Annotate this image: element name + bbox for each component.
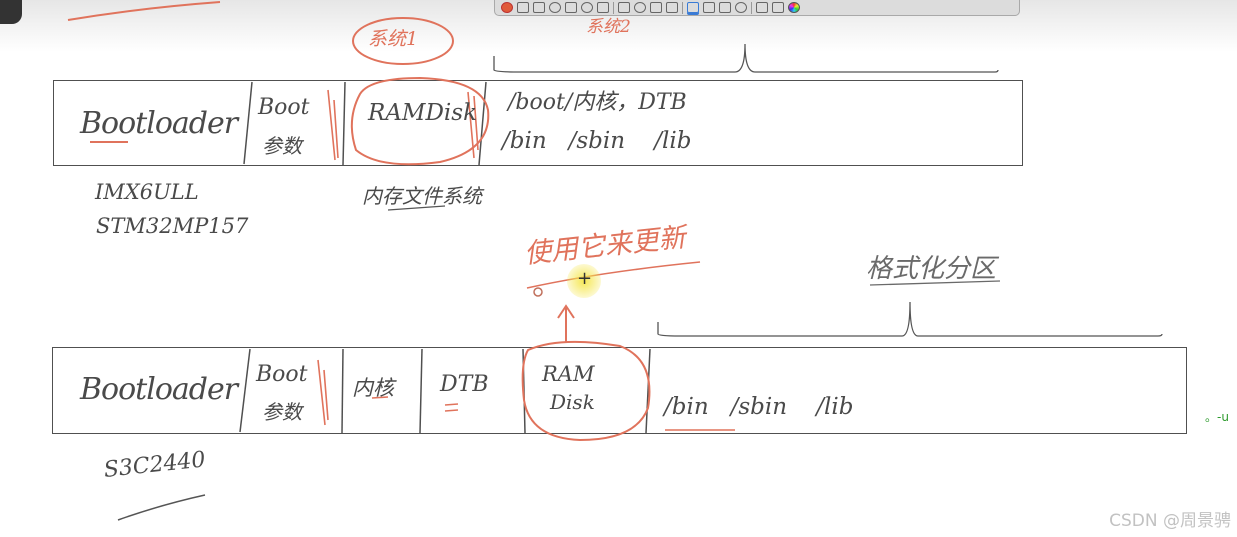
chip-imx6ull: IMX6ULL (95, 180, 199, 204)
rootfs-brace-2 (657, 301, 1163, 337)
partial-red-stroke (67, 1, 221, 21)
ram-fs-label: 内存文件系统 (362, 184, 482, 208)
move-tool-icon[interactable] (597, 2, 609, 13)
pen-tool-icon[interactable] (501, 2, 513, 13)
text-tool-icon[interactable] (565, 2, 577, 13)
annotation-toolbar (494, 0, 1020, 16)
boot-label-1: Boot (258, 95, 310, 120)
rectangle-select-icon[interactable] (533, 2, 545, 13)
chip-s3c2440: S3C2440 (102, 447, 207, 483)
polyline-tool-icon[interactable] (719, 2, 731, 13)
csdn-watermark: CSDN @周景骋 (1109, 511, 1231, 531)
zoom-tool-icon[interactable] (581, 2, 593, 13)
boot-label-2: Boot (256, 362, 308, 387)
chip-stm32mp157: STM32MP157 (96, 214, 249, 238)
system2-label: 系统2 (586, 17, 631, 37)
disk-label: Disk (550, 390, 595, 414)
window-corner (0, 0, 22, 24)
system1-label: 系统1 (368, 28, 419, 50)
rectangle-tool-icon[interactable] (703, 2, 715, 13)
cursor-highlight (567, 264, 601, 298)
stamp-tool-icon[interactable] (634, 2, 646, 13)
toolbar-divider (613, 1, 614, 14)
cursor-start-dot (533, 287, 543, 297)
ramdisk-label: RAMDisk (368, 100, 478, 126)
up-arrow (557, 304, 575, 342)
ruler-tool-icon[interactable] (618, 2, 630, 13)
ram-label: RAM (542, 362, 595, 386)
highlighter-tool-icon[interactable] (666, 2, 678, 13)
copy-tool-icon[interactable] (756, 2, 768, 13)
bootloader-label-2: Bootloader (80, 372, 238, 407)
color-picker-icon[interactable] (788, 2, 800, 13)
rootfs-brace-1 (493, 43, 999, 73)
line-tool-icon[interactable] (687, 2, 699, 13)
chip-underline (117, 494, 206, 521)
rootfs-line-2: /bin /sbin /lib (502, 128, 692, 154)
edge-note: 。-u (1205, 410, 1229, 424)
toolbar-divider (682, 1, 683, 14)
bucket-tool-icon[interactable] (772, 2, 784, 13)
boot-params-label-1: 参数 (262, 134, 302, 158)
toolbar-divider (751, 1, 752, 14)
bootloader-label-1: Bootloader (80, 106, 238, 141)
crosshair-cursor-icon: + (577, 268, 593, 289)
kernel-label: 内核 (352, 376, 394, 400)
format-partition-note: 格式化分区 (866, 254, 997, 284)
boot-params-label-2: 参数 (262, 400, 302, 424)
storage-layout-1 (53, 80, 1023, 166)
rootfs-line-1: /boot/内核，DTB (508, 90, 687, 115)
use-to-update-note: 使用它来更新 (522, 222, 688, 270)
wave-tool-icon[interactable] (650, 2, 662, 13)
lasso-tool-icon[interactable] (549, 2, 561, 13)
rootfs-label-2: /bin /sbin /lib (664, 394, 854, 420)
ellipse-tool-icon[interactable] (735, 2, 747, 13)
dtb-label: DTB (440, 372, 489, 397)
arrow-tool-icon[interactable] (517, 2, 529, 13)
